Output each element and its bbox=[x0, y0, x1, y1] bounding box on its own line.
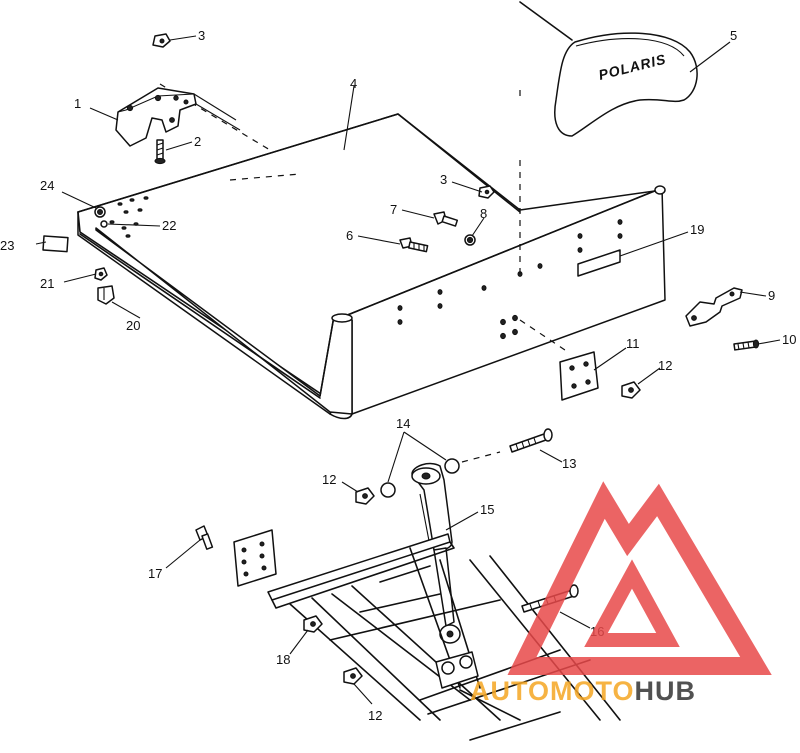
callout-3-deck: 3 bbox=[440, 172, 447, 187]
bushing-14b bbox=[444, 458, 460, 474]
nut-21 bbox=[94, 267, 108, 281]
callout-9: 9 bbox=[768, 288, 775, 303]
callout-11: 11 bbox=[626, 336, 640, 351]
plate-11 bbox=[559, 351, 599, 401]
callout-20: 20 bbox=[126, 318, 140, 333]
rivet-22 bbox=[100, 220, 108, 228]
callout-17: 17 bbox=[148, 566, 162, 581]
bushing-14a bbox=[380, 482, 396, 498]
callout-15: 15 bbox=[480, 502, 494, 517]
callout-5: 5 bbox=[730, 28, 737, 43]
bolt-13 bbox=[509, 428, 553, 453]
callout-1: 1 bbox=[74, 96, 81, 111]
screw-10 bbox=[733, 339, 760, 351]
bolt-7 bbox=[433, 211, 459, 227]
callout-labels: 1 2 3 3 4 5 6 7 8 9 10 11 12 12 12 13 14… bbox=[0, 28, 796, 723]
bolt-17 bbox=[195, 525, 214, 550]
nut-18 bbox=[303, 615, 323, 633]
callout-12-shock: 12 bbox=[322, 472, 336, 487]
plate-lower bbox=[233, 529, 277, 587]
clip-20 bbox=[97, 285, 115, 305]
callout-14: 14 bbox=[396, 416, 410, 431]
nut-3-deck bbox=[478, 185, 495, 199]
callout-7: 7 bbox=[390, 202, 397, 217]
shock-absorber-15 bbox=[411, 462, 461, 644]
decal-23 bbox=[42, 235, 69, 253]
watermark-word-part2: HUB bbox=[635, 676, 697, 706]
callout-8: 8 bbox=[480, 206, 487, 221]
callout-6: 6 bbox=[346, 228, 353, 243]
watermark-triangle-inner bbox=[584, 559, 680, 647]
callout-18: 18 bbox=[276, 652, 290, 667]
callout-22: 22 bbox=[162, 218, 176, 233]
callout-12-bottom: 12 bbox=[368, 708, 382, 723]
bolt-6 bbox=[399, 237, 429, 253]
rack-deck-part bbox=[77, 113, 666, 420]
washer-8 bbox=[464, 234, 476, 246]
callout-leaders bbox=[35, 35, 781, 705]
callout-2: 2 bbox=[194, 134, 201, 149]
watermark-word: AUTOMOTOHUB bbox=[470, 676, 696, 706]
nut-12-plate bbox=[621, 381, 641, 399]
rail-holes bbox=[397, 219, 623, 340]
watermark-logo: AUTOMOTOHUB bbox=[470, 481, 772, 706]
decal-19 bbox=[577, 249, 621, 277]
callout-24: 24 bbox=[40, 178, 54, 193]
seat-backrest-part: POLARIS bbox=[519, 1, 698, 137]
callout-4: 4 bbox=[350, 76, 357, 91]
mount-bracket-part bbox=[115, 87, 241, 147]
callout-13: 13 bbox=[562, 456, 576, 471]
nut-12-shock bbox=[355, 487, 375, 505]
watermark-triangle-outer bbox=[507, 481, 772, 675]
callout-23: 23 bbox=[0, 238, 14, 253]
nut-12-bottom bbox=[343, 667, 363, 685]
callout-19: 19 bbox=[690, 222, 704, 237]
callout-3-top: 3 bbox=[198, 28, 205, 43]
grab-handle-9 bbox=[685, 287, 743, 327]
watermark-word-part1: AUTOMOTO bbox=[470, 676, 635, 706]
lower-frame-rails bbox=[267, 533, 621, 741]
callout-10: 10 bbox=[782, 332, 796, 347]
nut-3-top bbox=[152, 33, 171, 48]
callout-21: 21 bbox=[40, 276, 54, 291]
callout-12-plate: 12 bbox=[658, 358, 672, 373]
bolt-2 bbox=[154, 139, 166, 165]
